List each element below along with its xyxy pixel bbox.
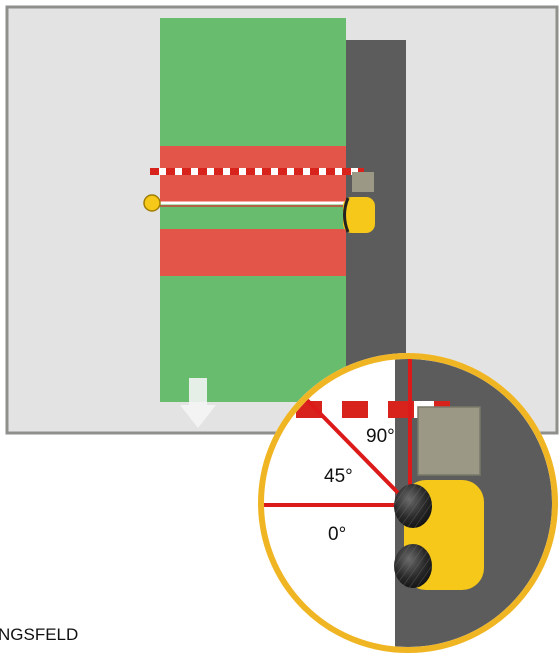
arrow-down-icon (180, 378, 216, 428)
wheel-tread (394, 544, 432, 588)
wheel-tread (394, 484, 432, 528)
angle-label-45: 45° (324, 466, 353, 487)
angle-label-0: 0° (328, 524, 346, 545)
vehicle-small (343, 197, 375, 233)
sensor-box-small (352, 172, 374, 192)
vehicle-small-edge (343, 197, 350, 233)
angle-label-90: 90° (366, 426, 395, 447)
bottom-caption: NGSFELD (0, 625, 78, 644)
barrier-base (150, 168, 364, 175)
angle-line-45 (300, 393, 412, 507)
magnifier-ring (258, 353, 558, 653)
left-yellow-marker (143, 194, 161, 212)
red-zone-lower (160, 229, 346, 276)
sensor-box-zoom (417, 406, 481, 476)
green-field (160, 18, 346, 402)
